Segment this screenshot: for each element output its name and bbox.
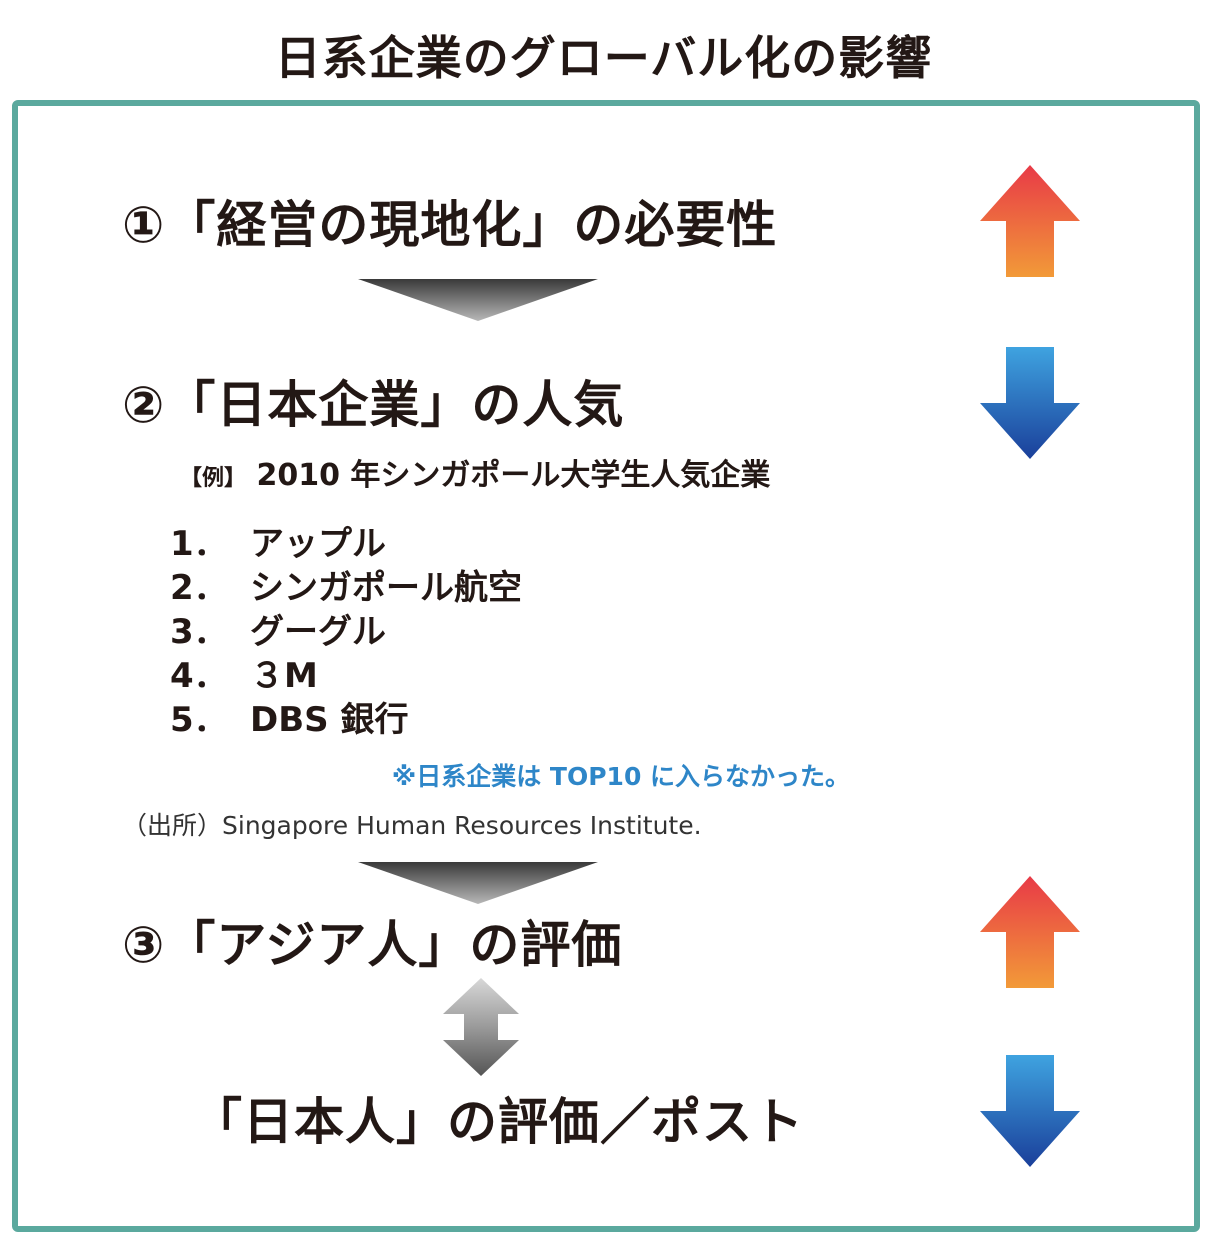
diagram-frame: [12, 100, 1200, 1232]
company-name: シンガポール航空: [250, 568, 522, 608]
double-arrow-icon: [443, 978, 519, 1076]
source-citation: （出所）Singapore Human Resources Institute.: [122, 811, 702, 840]
page-title: 日系企業のグローバル化の影響: [274, 31, 933, 85]
note-text: ※日系企業は TOP10 に入らなかった。: [391, 762, 851, 791]
list-item: 5． DBS 銀行: [170, 692, 408, 741]
company-name: アップル: [250, 524, 386, 564]
example-title: 2010 年シンガポール大学生人気企業: [256, 458, 771, 493]
triangle-down-icon: [358, 862, 598, 904]
company-name: ３M: [250, 656, 318, 696]
rank-number: 3．: [170, 612, 228, 652]
example-tag: 【例】: [180, 466, 247, 491]
rank-number: 5．: [170, 700, 228, 740]
step-3-label: ③「アジア人」の評価: [122, 916, 623, 974]
example-caption: 【例】 2010 年シンガポール大学生人気企業: [180, 450, 770, 494]
company-name: DBS 銀行: [250, 700, 409, 740]
list-item: 4． ３M: [170, 648, 318, 697]
triangle-down-icon: [358, 279, 598, 321]
list-item: 2． シンガポール航空: [170, 560, 522, 609]
arrow-down-icon: [980, 347, 1080, 459]
step-4-label: 「日本人」の評価／ポスト: [192, 1093, 804, 1151]
arrow-up-icon: [980, 165, 1080, 277]
company-name: グーグル: [250, 612, 386, 652]
list-item: 1． アップル: [170, 516, 386, 565]
rank-number: 2．: [170, 568, 228, 608]
arrow-down-icon: [980, 1055, 1080, 1167]
step-1-label: ①「経営の現地化」の必要性: [122, 196, 778, 254]
rank-number: 4．: [170, 656, 228, 696]
list-item: 3． グーグル: [170, 604, 386, 653]
arrow-up-icon: [980, 876, 1080, 988]
step-2-label: ②「日本企業」の人気: [122, 376, 625, 434]
rank-number: 1．: [170, 524, 228, 564]
